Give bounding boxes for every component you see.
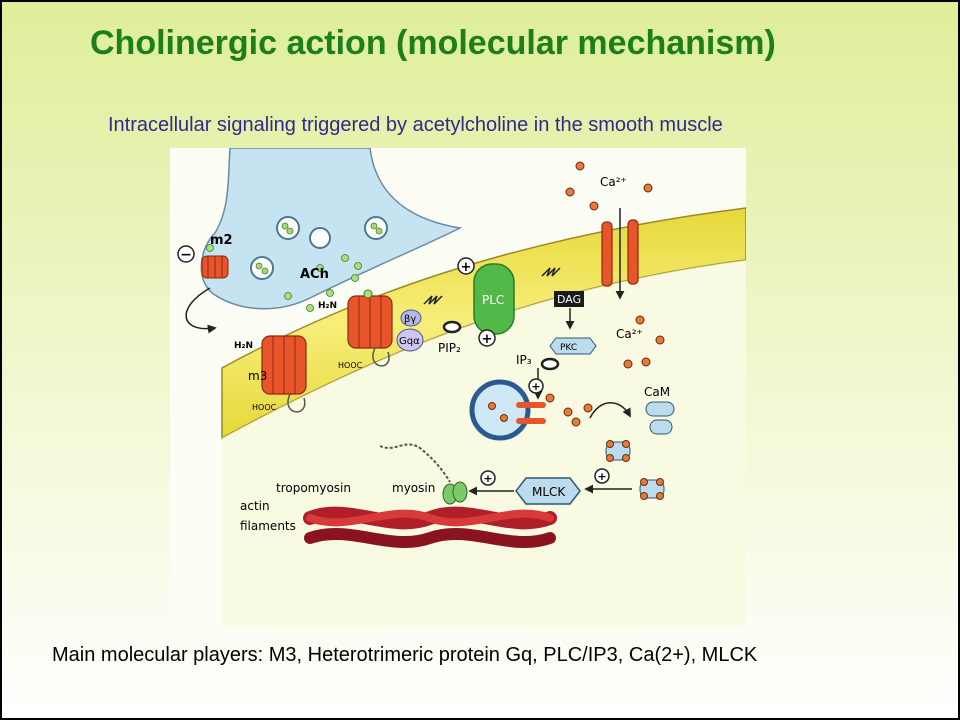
plc-label: PLC bbox=[482, 293, 504, 307]
pip2-label: PIP₂ bbox=[438, 341, 461, 355]
cam-label: CaM bbox=[644, 385, 670, 399]
m3-receptor-1 bbox=[261, 335, 307, 413]
m3-label: m3 bbox=[248, 369, 267, 383]
page-subtitle: Intracellular signaling triggered by ace… bbox=[108, 114, 723, 136]
m2-receptor bbox=[201, 255, 229, 279]
m2-label: m2 bbox=[210, 233, 233, 248]
gq-label: Gqα bbox=[399, 336, 420, 347]
plc-activation-sign-2: + bbox=[482, 332, 493, 347]
pip2-lipid bbox=[423, 295, 462, 334]
plc-activation-sign: + bbox=[461, 260, 472, 275]
hooc-label-2: HOOC bbox=[338, 361, 363, 370]
m2-inhibition-sign: − bbox=[180, 247, 192, 263]
ca-inside-label: Ca²⁺ bbox=[616, 327, 643, 341]
h2n-label-2: H₂N bbox=[318, 301, 337, 311]
ip3-activation-sign: + bbox=[531, 380, 540, 393]
diagram-canvas: − bbox=[177, 148, 746, 626]
myosin-activation-sign: + bbox=[483, 472, 492, 485]
beta-gamma-label: βγ bbox=[404, 314, 416, 325]
g-protein bbox=[396, 309, 424, 352]
calcium-store bbox=[469, 379, 531, 441]
ach-label: ACh bbox=[300, 267, 329, 282]
hooc-label-1: HOOC bbox=[252, 403, 277, 412]
myosin-head bbox=[442, 481, 468, 505]
m3-receptor-2 bbox=[347, 289, 393, 367]
mlck-label: MLCK bbox=[532, 485, 566, 499]
calcium-channel bbox=[601, 219, 639, 287]
tropomyosin-label: tropomyosin bbox=[276, 481, 351, 495]
dag-box bbox=[554, 291, 584, 307]
footer-note: Main molecular players: M3, Heterotrimer… bbox=[52, 644, 758, 666]
h2n-label-1: H₂N bbox=[234, 341, 253, 351]
mlck-activation-sign: + bbox=[597, 470, 606, 483]
myosin-label: myosin bbox=[392, 481, 435, 495]
dag-label: DAG bbox=[557, 293, 581, 306]
actin-filaments bbox=[303, 506, 557, 548]
cam-protein bbox=[645, 401, 675, 417]
filaments-label: filaments bbox=[240, 519, 296, 533]
ip3-label: IP₃ bbox=[516, 353, 532, 367]
page-title: Cholinergic action (molecular mechanism) bbox=[90, 24, 776, 62]
mlck-enzyme bbox=[515, 477, 581, 505]
pkc-label: PKC bbox=[560, 343, 577, 353]
calcium-ions bbox=[545, 161, 665, 427]
pkc-box bbox=[549, 337, 597, 355]
ach-molecules bbox=[206, 244, 362, 312]
ca-outside-label: Ca²⁺ bbox=[600, 175, 627, 189]
signaling-diagram: − bbox=[170, 148, 746, 626]
actin-label: actin bbox=[240, 499, 270, 513]
